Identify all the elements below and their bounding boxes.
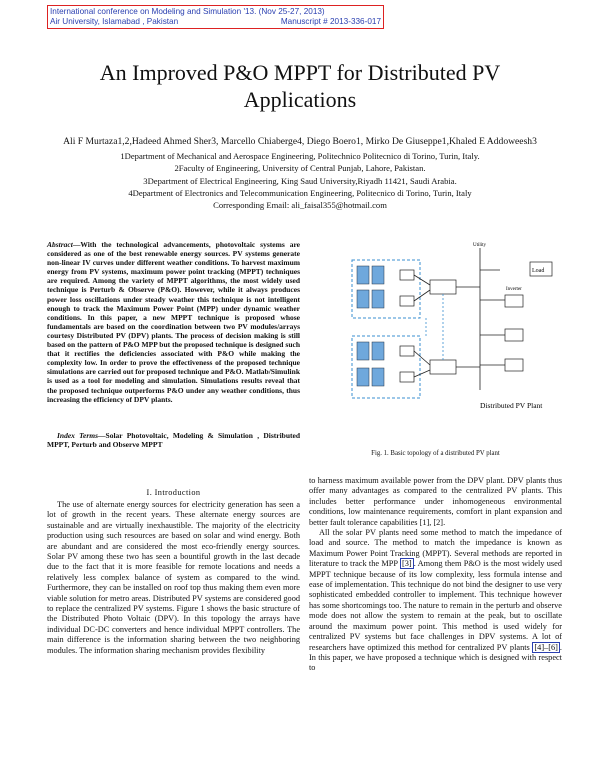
communication-links <box>425 294 444 360</box>
index-terms-text: —Solar Photovoltaic, Modeling & Simulati… <box>47 431 300 450</box>
pv-plant-diagram: Load Utility Inverter Distributed PV Pla… <box>351 243 553 410</box>
grid-label: Utility <box>473 243 487 248</box>
conference-venue: Air University, Islamabad , Pakistan <box>50 17 179 26</box>
title-line-2: Applications <box>243 87 357 112</box>
conference-line-1: International conference on Modeling and… <box>50 7 325 16</box>
index-terms: Index Terms—Solar Photovoltaic, Modeling… <box>47 431 300 449</box>
pv-panels <box>356 265 385 387</box>
affiliation-1: 1Department of Mechanical and Aerospace … <box>120 151 480 161</box>
wiring <box>413 248 505 390</box>
conference-banner: International conference on Modeling and… <box>47 5 384 29</box>
load-label: Load <box>532 268 544 274</box>
affiliation-2: 2Faculty of Engineering, University of C… <box>174 163 426 173</box>
citation-link-4-6[interactable]: [4]–[6] <box>532 641 560 653</box>
right-column-text: to harness maximum available power from … <box>309 476 562 674</box>
abstract-label: Abstract <box>47 240 73 249</box>
inverter-label: Inverter <box>506 287 522 292</box>
pv-array-top-outline <box>351 259 421 319</box>
conference-line-2: Air University, Islamabad , Pakistan Man… <box>50 17 381 27</box>
corresponding-email: Corresponding Email: ali_faisal355@hotma… <box>213 200 387 210</box>
manuscript-number: Manuscript # 2013-336-017 <box>280 17 381 26</box>
index-terms-label: Index Terms <box>57 431 99 440</box>
figure-diagram: Load Utility Inverter Distributed PV Pla… <box>330 240 570 412</box>
intro-paragraph: The use of alternate energy sources for … <box>47 500 300 655</box>
abstract-text: —With the technological advancements, ph… <box>47 240 300 404</box>
converters <box>399 269 457 383</box>
citation-link-3[interactable]: [3] <box>400 558 414 570</box>
affiliation-4: 4Department of Electronics and Telecommu… <box>128 188 472 198</box>
title-line-1: An Improved P&O MPPT for Distributed PV <box>99 60 501 85</box>
section-heading: I. Introduction <box>146 488 201 497</box>
right-paragraph-1: to harness maximum available power from … <box>309 476 562 527</box>
right-paragraph-2: All the solar PV plants need some method… <box>309 528 562 673</box>
figure-caption: Fig. 1. Basic topology of a distributed … <box>371 450 500 457</box>
plant-label: Distributed PV Plant <box>480 401 543 410</box>
affiliation-3: 3Department of Electrical Engineering, K… <box>143 176 457 186</box>
abstract: Abstract—With the technological advancem… <box>47 240 300 404</box>
author-list: Ali F Murtaza1,2,Hadeed Ahmed Sher3, Mar… <box>63 136 537 147</box>
output-blocks <box>504 261 553 372</box>
